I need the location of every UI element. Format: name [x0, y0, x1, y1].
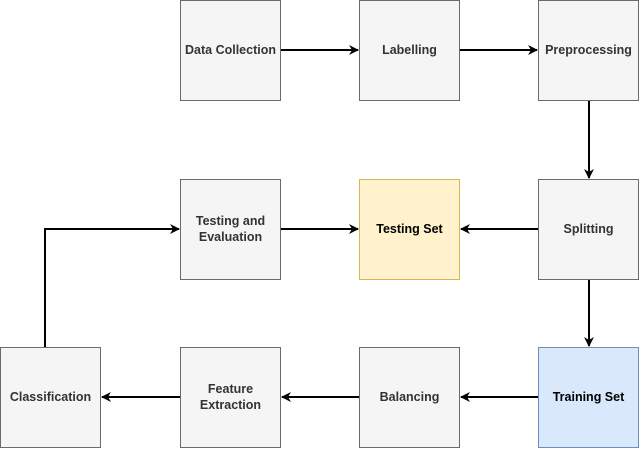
node-balancing[interactable]: Balancing	[359, 347, 460, 448]
node-testing-set[interactable]: Testing Set	[359, 179, 460, 280]
node-data-collection[interactable]: Data Collection	[180, 0, 281, 101]
node-splitting[interactable]: Splitting	[538, 179, 639, 280]
edge-classification-to-testing-evaluation	[44, 224, 180, 347]
node-preprocessing[interactable]: Preprocessing	[538, 0, 639, 101]
node-feature-extraction[interactable]: Feature Extraction	[180, 347, 281, 448]
node-labelling[interactable]: Labelling	[359, 0, 460, 101]
node-classification[interactable]: Classification	[0, 347, 101, 448]
node-training-set[interactable]: Training Set	[538, 347, 639, 448]
node-testing-and-evaluation[interactable]: Testing and Evaluation	[180, 179, 281, 280]
